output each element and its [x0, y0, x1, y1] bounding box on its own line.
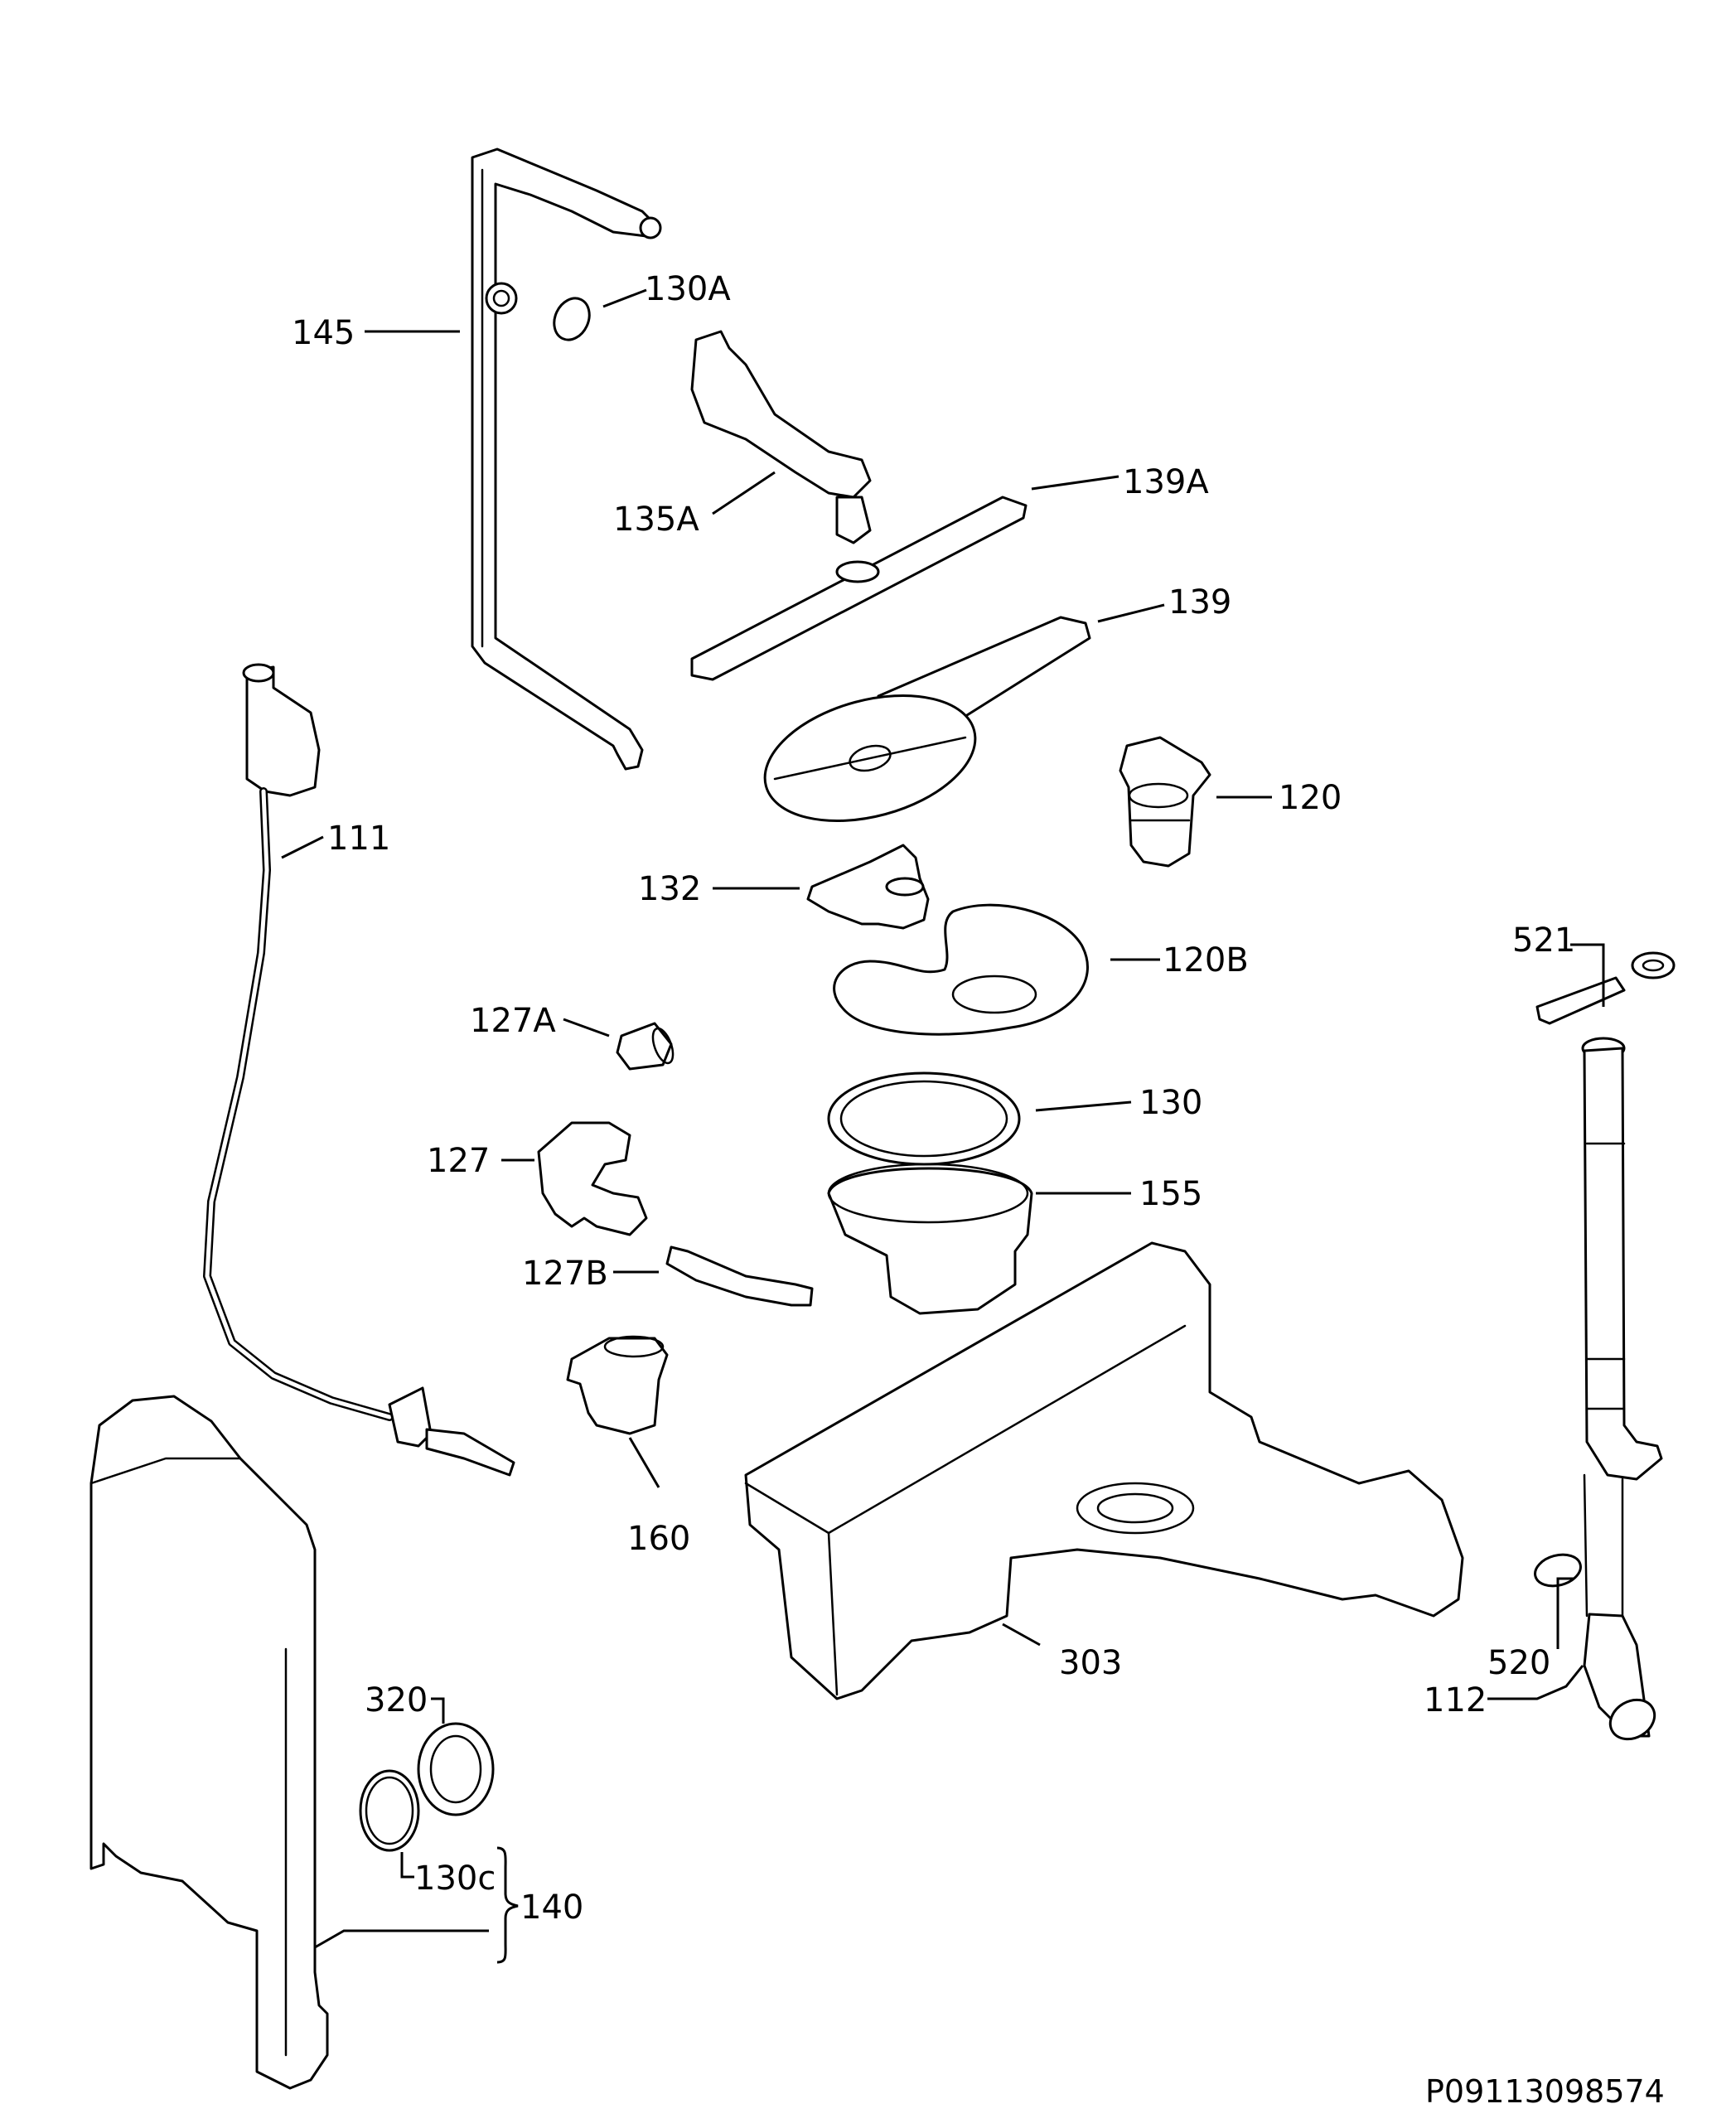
label-139a: 139A: [1123, 463, 1209, 501]
label-521: 521: [1512, 921, 1575, 960]
label-135a: 135A: [613, 501, 699, 539]
part-130a-o-ring: [553, 297, 591, 341]
label-130a: 130A: [645, 270, 731, 308]
part-320-seal: [417, 1722, 495, 1816]
part-130-sealing-ring: [827, 1071, 1021, 1166]
label-130: 130: [1139, 1084, 1202, 1122]
part-139a-spray-arm: [690, 496, 1028, 681]
label-127a: 127A: [470, 1002, 556, 1040]
part-139-lower-spray-arm: [763, 616, 1091, 823]
label-120b: 120B: [1163, 941, 1249, 979]
part-120b-filter-plate: [833, 903, 1089, 1036]
label-130c: 130c: [414, 1860, 496, 1898]
label-140: 140: [520, 1889, 583, 1927]
label-120: 120: [1279, 779, 1342, 817]
part-127a-sleeve: [616, 1022, 675, 1071]
part-140-side-panel: [89, 1395, 329, 2090]
part-labels: 145 130A 135A 139A 139 111 120 132 120B …: [292, 270, 1665, 2110]
label-155: 155: [1139, 1175, 1202, 1213]
part-132-sump-component: [806, 844, 930, 930]
label-111: 111: [327, 820, 390, 858]
part-127-hose-junction: [537, 1121, 648, 1236]
part-521-hose-clip: [1535, 951, 1676, 1025]
label-520: 520: [1487, 1644, 1550, 1682]
part-111-inlet-hose: [203, 663, 515, 1477]
part-127b-hose: [665, 1245, 814, 1307]
drawing-code: P09113098574: [1425, 2073, 1665, 2110]
label-127b: 127B: [522, 1255, 608, 1293]
part-155-sump: [827, 1163, 1033, 1315]
label-139: 139: [1168, 583, 1231, 621]
part-120-filter: [1119, 736, 1211, 868]
part-145-supply-pipe: [471, 148, 662, 771]
part-160-sensor: [566, 1335, 669, 1435]
part-135a-arm-support: [690, 330, 872, 544]
label-132: 132: [638, 870, 701, 908]
label-127: 127: [427, 1142, 490, 1180]
label-320: 320: [365, 1681, 428, 1719]
leader-lines: [281, 288, 1605, 1964]
part-130c-o-ring: [359, 1769, 420, 1852]
label-112: 112: [1424, 1681, 1487, 1719]
label-145: 145: [292, 314, 355, 352]
label-303: 303: [1059, 1644, 1122, 1682]
part-303-base-tray: [744, 1241, 1464, 1700]
label-160: 160: [627, 1520, 690, 1558]
part-112-drain-hose: [1581, 1037, 1663, 1741]
